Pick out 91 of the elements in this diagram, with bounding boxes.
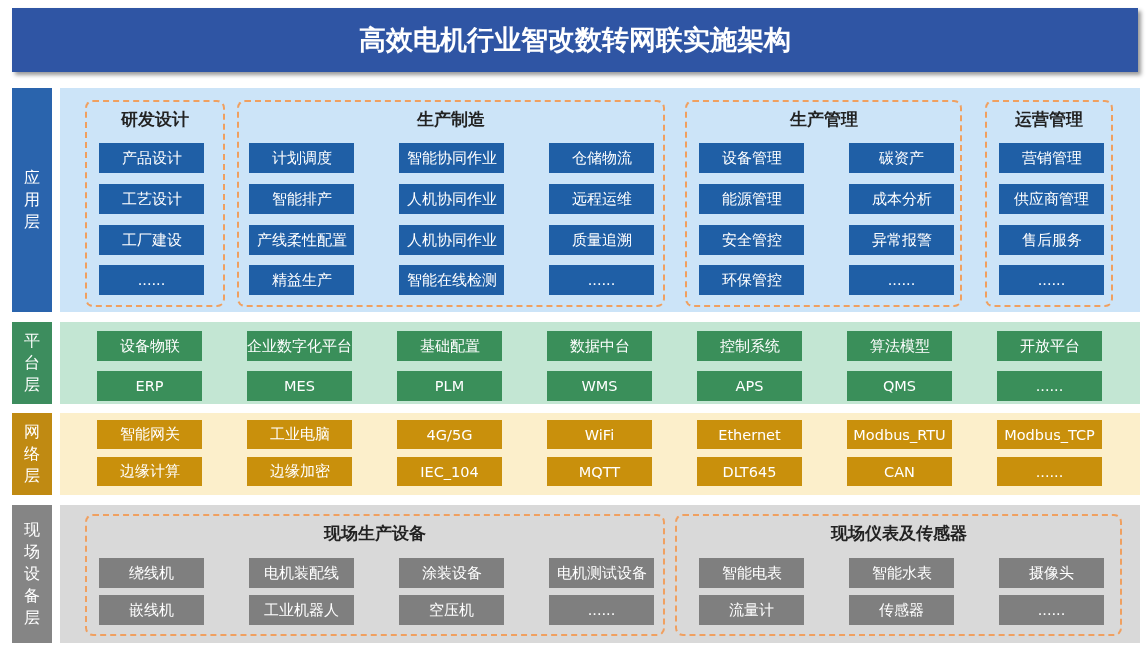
module-box: 售后服务 [999,225,1104,255]
title-banner: 高效电机行业智改数转网联实施架构 [12,8,1138,72]
module-box: 嵌线机 [99,595,204,625]
dashed-group-frame [675,514,1122,636]
module-box: 碳资产 [849,143,954,173]
module-box: 人机协同作业 [399,225,504,255]
module-box: 成本分析 [849,184,954,214]
group-heading: 运营管理 [1014,108,1084,131]
module-box: 基础配置 [397,331,502,361]
module-box: ERP [97,371,202,401]
layer-band [12,322,1140,404]
layer-band [12,88,1140,312]
module-box: 工艺设计 [99,184,204,214]
module-box: 智能排产 [249,184,354,214]
module-box: 空压机 [399,595,504,625]
module-box: ...... [997,371,1102,401]
module-box: 营销管理 [999,143,1104,173]
module-box: IEC_104 [397,457,502,486]
module-box: 开放平台 [997,331,1102,361]
module-box: ...... [997,457,1102,486]
module-box: 智能网关 [97,420,202,449]
module-box: 环保管控 [699,265,804,295]
module-box: 产品设计 [99,143,204,173]
module-box: 设备管理 [699,143,804,173]
module-box: ...... [99,265,204,295]
dashed-group-frame [85,514,665,636]
module-box: 设备物联 [97,331,202,361]
module-box: 异常报警 [849,225,954,255]
module-box: 电机测试设备 [549,558,654,588]
module-box: APS [697,371,802,401]
module-box: Modbus_TCP [997,420,1102,449]
module-box: 边缘计算 [97,457,202,486]
module-box: 智能在线检测 [399,265,504,295]
module-box: 仓储物流 [549,143,654,173]
module-box: DLT645 [697,457,802,486]
group-heading: 生产制造 [416,108,486,131]
module-box: 智能水表 [849,558,954,588]
module-box: WMS [547,371,652,401]
layer-band [12,505,1140,643]
module-box: Modbus_RTU [847,420,952,449]
module-box: ...... [549,265,654,295]
module-box: QMS [847,371,952,401]
module-box: 传感器 [849,595,954,625]
module-box: MQTT [547,457,652,486]
group-heading: 现场仪表及传感器 [829,522,968,545]
group-heading: 研发设计 [120,108,190,131]
module-box: 企业数字化平台 [247,331,352,361]
module-box: 工业电脑 [247,420,352,449]
module-box: 智能电表 [699,558,804,588]
module-box: 智能协同作业 [399,143,504,173]
module-box: 流量计 [699,595,804,625]
module-box: WiFi [547,420,652,449]
module-box: ...... [549,595,654,625]
dashed-group-frame [685,100,962,307]
module-box: Ethernet [697,420,802,449]
layer-band [12,413,1140,495]
module-box: 算法模型 [847,331,952,361]
module-box: MES [247,371,352,401]
layer-label: 平台层 [23,330,41,396]
group-heading: 现场生产设备 [322,522,427,545]
module-box: 边缘加密 [247,457,352,486]
dashed-group-frame [237,100,665,307]
layer-label: 应用层 [23,167,41,233]
module-box: PLM [397,371,502,401]
module-box: 电机装配线 [249,558,354,588]
module-box: 计划调度 [249,143,354,173]
module-box: 摄像头 [999,558,1104,588]
module-box: 安全管控 [699,225,804,255]
module-box: 产线柔性配置 [249,225,354,255]
module-box: 涂装设备 [399,558,504,588]
dashed-group-frame [85,100,225,307]
module-box: 数据中台 [547,331,652,361]
module-box: ...... [849,265,954,295]
module-box: ...... [999,595,1104,625]
module-box: 工业机器人 [249,595,354,625]
module-box: 人机协同作业 [399,184,504,214]
module-box: CAN [847,457,952,486]
layer-label: 现场设备层 [23,519,41,629]
module-box: 精益生产 [249,265,354,295]
module-box: 质量追溯 [549,225,654,255]
module-box: 能源管理 [699,184,804,214]
group-heading: 生产管理 [788,108,859,131]
module-box: 4G/5G [397,420,502,449]
dashed-group-frame [985,100,1113,307]
module-box: 控制系统 [697,331,802,361]
module-box: 绕线机 [99,558,204,588]
module-box: 远程运维 [549,184,654,214]
module-box: 工厂建设 [99,225,204,255]
module-box: 供应商管理 [999,184,1104,214]
module-box: ...... [999,265,1104,295]
layer-label: 网络层 [23,421,41,487]
